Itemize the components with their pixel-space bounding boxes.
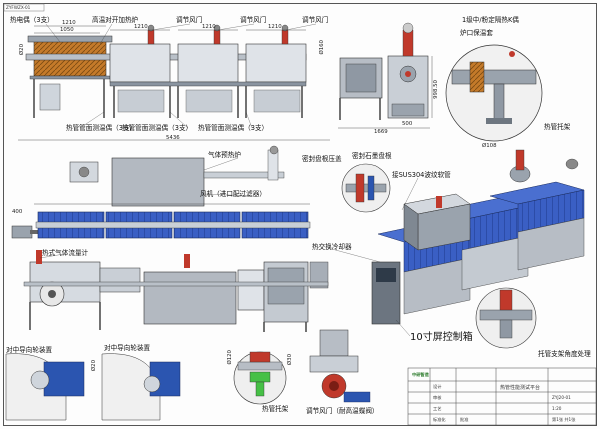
label-damper-3: 调节风门 xyxy=(302,16,329,24)
label-thermocouple: 热电偶（3支） xyxy=(10,16,54,24)
leader-lines xyxy=(39,23,419,337)
label-gas-preheat: 气体预热炉 xyxy=(208,151,241,159)
label-pipe-support-2: 热管托架 xyxy=(262,405,289,413)
title-row-design: 设计 xyxy=(433,384,442,389)
label-guide-wheel-b: 对中导向轮装置 xyxy=(104,344,151,352)
title-sheet: 第1张 共1张 xyxy=(552,417,576,422)
title-block xyxy=(407,367,597,426)
detail-circle-1 xyxy=(445,44,543,142)
title-row-standard: 标准化 xyxy=(433,417,446,422)
dim-1210-b: 1210 xyxy=(134,24,148,30)
corner-code-box xyxy=(3,3,45,12)
label-heatpipe-temp-b: 热管管面测温偶（3支） xyxy=(122,124,193,132)
damper-detail xyxy=(309,329,371,403)
side-view xyxy=(338,22,433,129)
cooling-sections xyxy=(109,43,307,118)
label-corrugated: 接SUS304波纹软管 xyxy=(392,171,451,179)
label-heatpipe-temp-a: 热管管面测温偶（3支） xyxy=(66,124,137,132)
label-touchscreen: 10寸屏控制箱 xyxy=(410,332,473,343)
dim-1210-c: 1210 xyxy=(202,24,216,30)
dim-998-50: 998.50 xyxy=(433,80,439,99)
blue-pipe-view xyxy=(11,203,311,239)
title-scale: 1:20 xyxy=(552,406,562,411)
label-bracket-rotate: 托管支架角度处理 xyxy=(538,350,591,358)
title-row-review: 审核 xyxy=(433,395,442,400)
damper-valves xyxy=(147,24,289,45)
dim-d160: Ø160 xyxy=(319,40,325,55)
dim-1210-a: 1210 xyxy=(62,20,76,26)
dim-1050: 1050 xyxy=(60,27,74,33)
label-damper-2: 调节风门 xyxy=(240,16,267,24)
dim-400: 400 xyxy=(12,209,23,215)
dim-500: 500 xyxy=(402,121,413,127)
title-drawing-name: 热管性能测试平台 xyxy=(500,385,541,391)
label-guide-wheel-a: 对中导向轮装置 xyxy=(6,346,53,354)
pipe-support-detail xyxy=(233,351,287,405)
dim-d20: Ø20 xyxy=(19,44,25,56)
label-grade1-insulation: 1级中/粉定隔热K偶 xyxy=(462,16,519,24)
label-fan: 风机（进口配过滤器） xyxy=(200,190,266,198)
label-seal-packing: 密封石墨盘根 xyxy=(352,152,392,160)
label-seal-cover: 密封盘根压盖 xyxy=(302,155,342,163)
label-pipe-support-1: 热管托架 xyxy=(544,123,571,131)
detail-circle-bracket xyxy=(475,287,537,349)
isometric-view xyxy=(371,149,585,325)
top-front-view xyxy=(18,24,330,141)
label-flowmeter: 热式气体流量计 xyxy=(42,249,89,257)
label-furnace-mouth: 炉口保温套 xyxy=(460,29,493,37)
drawing-frame xyxy=(3,3,597,426)
dim-5436: 5436 xyxy=(166,135,180,141)
label-furnace-open: 高温对开加热炉 xyxy=(92,16,139,24)
dim-d120: Ø120 xyxy=(227,350,233,365)
gas-preheat-top-view xyxy=(69,145,285,207)
detail-circle-seal xyxy=(341,163,391,213)
title-logo: 中研智造 xyxy=(412,372,429,377)
dim-d20b: Ø20 xyxy=(91,360,97,372)
dim-1669: 1669 xyxy=(374,129,388,135)
label-damper-1: 调节风门 xyxy=(176,16,203,24)
label-damper-detail: 调节风门（耐高温蝶阀） xyxy=(306,407,379,415)
dim-d108: Ø108 xyxy=(482,143,497,149)
dim-1210-d: 1210 xyxy=(268,24,282,30)
title-row-process: 工艺 xyxy=(433,406,442,411)
label-heatpipe-temp-c: 热管管面测温偶（3支） xyxy=(198,124,269,132)
dim-d30: Ø30 xyxy=(287,354,293,366)
title-drawing-no: ZYJ20-01 xyxy=(552,395,571,400)
guide-wheel-details xyxy=(5,353,181,421)
title-row-approve: 批准 xyxy=(460,417,469,422)
corner-code: ZYFWZX-01 xyxy=(6,5,31,10)
label-heat-exchanger: 热交换冷却器 xyxy=(312,243,352,251)
lower-front-view xyxy=(23,250,329,332)
